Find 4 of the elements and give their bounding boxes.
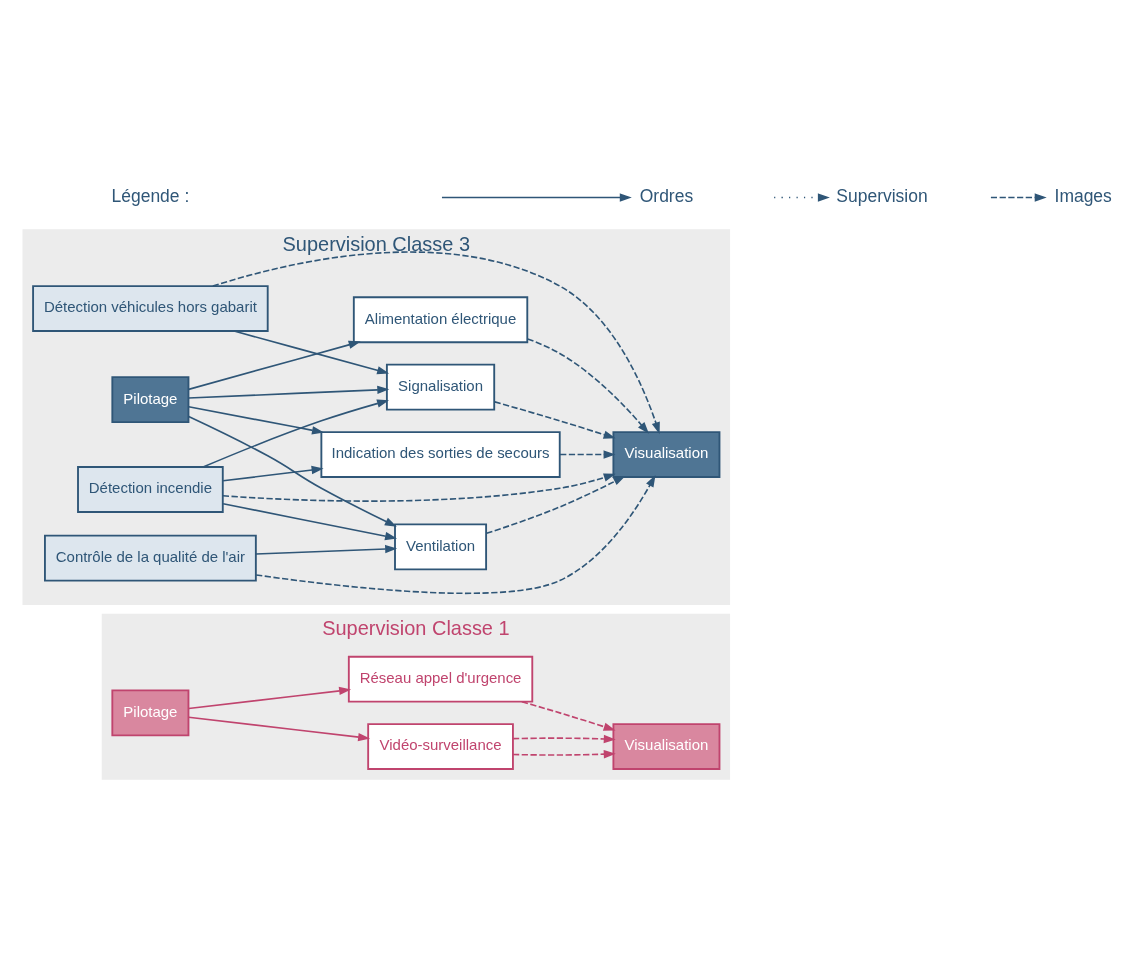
legend-label: Images	[1054, 185, 1112, 206]
label: Légende :	[111, 185, 190, 206]
legend-label: Ordres	[639, 185, 694, 206]
legend-label: Supervision	[836, 185, 928, 206]
